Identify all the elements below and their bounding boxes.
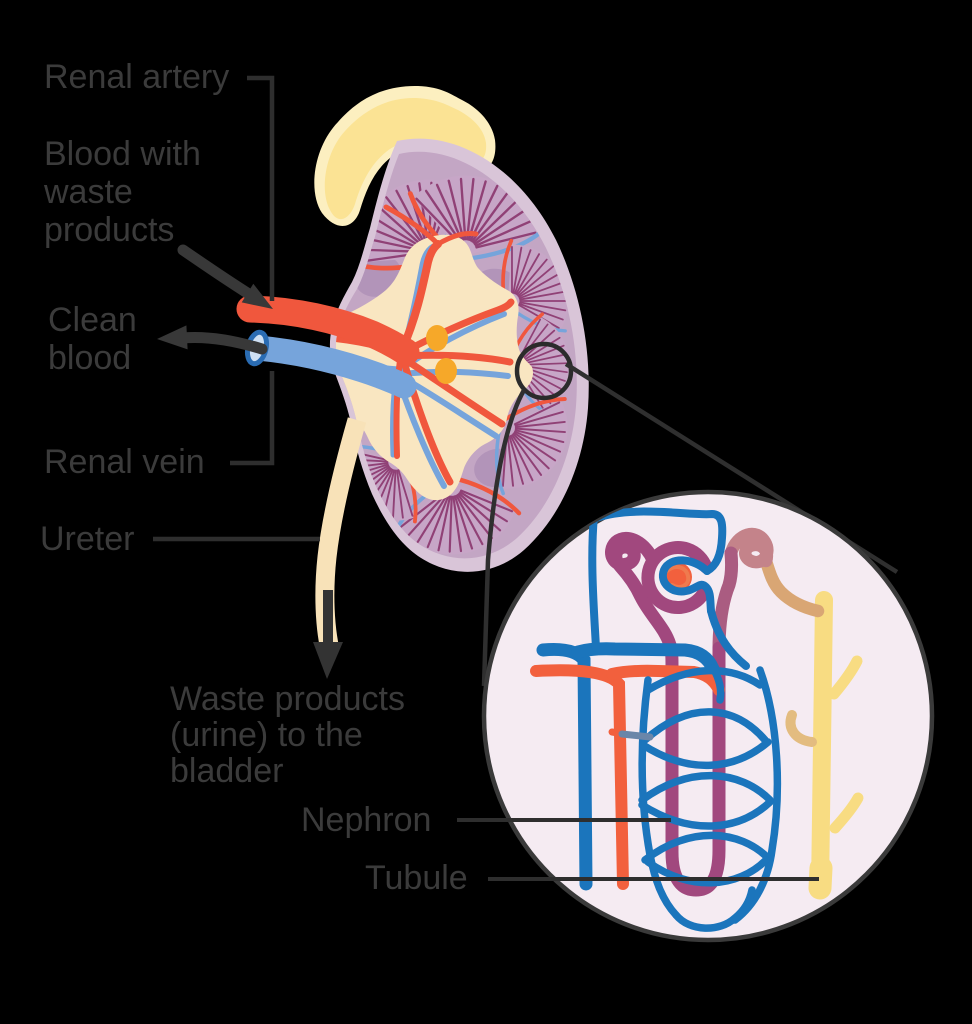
clean-blood-line1: Clean (48, 301, 137, 339)
blood-waste-label: Blood with waste products (44, 135, 201, 249)
tubule-label: Tubule (365, 859, 468, 897)
renal-vein-vessel (245, 335, 417, 399)
capillary-horizontals (530, 642, 725, 891)
renal-papillae-dots (426, 325, 457, 384)
peritubular-capillary-mesh (638, 664, 782, 932)
clean-blood-label: Clean blood (48, 301, 137, 377)
renal-artery-vessel (236, 295, 420, 366)
collecting-duct (785, 591, 864, 900)
nephron-inset (530, 507, 864, 932)
nephron-tubule-loop (605, 527, 825, 897)
urine-flow-arrow (313, 590, 343, 679)
zoom-circle-small (514, 341, 574, 401)
blood-waste-line1: Blood with (44, 135, 201, 173)
clean-blood-line2: blood (48, 339, 132, 377)
capillary-stub (608, 728, 654, 741)
waste-products-line2: (urine) to the (170, 716, 363, 754)
adrenal-gland (314, 85, 496, 226)
ureter-label: Ureter (40, 520, 135, 558)
blood-waste-line2: waste (44, 173, 133, 211)
renal-artery-line (247, 75, 275, 301)
afferent-efferent-arterioles (588, 507, 750, 670)
renal-vein-line (230, 371, 275, 466)
clean-blood-arrow (157, 325, 268, 355)
bowmans-capsule-ring (641, 541, 713, 615)
renal-vein-label: Renal vein (44, 443, 205, 481)
renal-pelvis (335, 234, 533, 501)
nephron-label: Nephron (301, 801, 432, 839)
waste-products-label: Waste products (urine) to the bladder (170, 681, 405, 789)
blood-waste-line3: products (44, 211, 175, 249)
waste-products-line1: Waste products (170, 680, 405, 718)
blood-waste-arrow (177, 244, 273, 309)
label-lines (153, 75, 819, 881)
waste-products-line3: bladder (170, 752, 284, 790)
renal-artery-label: Renal artery (44, 58, 230, 96)
